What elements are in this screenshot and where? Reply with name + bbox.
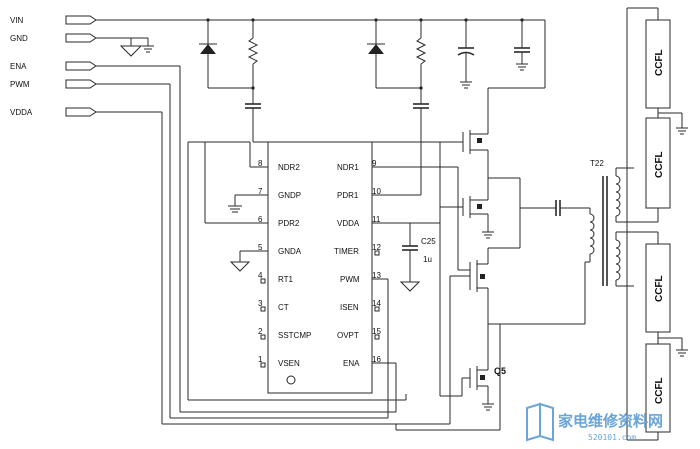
- left-gate-network: [199, 20, 261, 142]
- pin-name-timer: TIMER: [334, 247, 359, 256]
- pin-num-11: 11: [372, 215, 381, 224]
- zener-diode-right: [368, 44, 384, 54]
- input-label-gnd: GND: [10, 34, 28, 43]
- vin-rail: [96, 18, 546, 132]
- gate-drive-loops: [204, 141, 470, 271]
- pin-name-pdr1: PDR1: [337, 191, 359, 200]
- vdda-connector: [65, 107, 97, 117]
- pin-name-ndr2: NDR2: [278, 163, 300, 172]
- ccfl-lamps: CCFL CCFL CCFL CCFL: [626, 7, 688, 441]
- transformer-t22: T22: [585, 159, 634, 287]
- resistor-right: [415, 37, 427, 65]
- series-capacitor: [520, 200, 591, 216]
- pin-num-15: 15: [372, 327, 381, 336]
- right-gate-network: [367, 20, 429, 196]
- resistor-left: [247, 37, 259, 65]
- ena-connector: [65, 61, 97, 71]
- input-label-vin: VIN: [10, 16, 24, 25]
- pin-name-ct: CT: [278, 303, 289, 312]
- ccfl-label-3: CCFL: [654, 275, 665, 302]
- pin-num-5: 5: [258, 243, 263, 252]
- control-wiring: [96, 65, 501, 431]
- input-label-ena: ENA: [10, 62, 27, 71]
- input-label-pwm: PWM: [10, 80, 30, 89]
- pin-num-13: 13: [372, 271, 381, 280]
- ccfl-label-2: CCFL: [654, 151, 665, 178]
- pin-name-pdr2: PDR2: [278, 219, 300, 228]
- pin-name-isen: ISEN: [340, 303, 359, 312]
- ccfl-label-1: CCFL: [654, 49, 665, 76]
- pin-num-7: 7: [258, 187, 263, 196]
- input-capacitors: [457, 20, 530, 89]
- pin-num-1: 1: [258, 355, 263, 364]
- input-label-vdda: VDDA: [10, 108, 33, 117]
- pin-num-12: 12: [372, 243, 381, 252]
- watermark-book-icon: [526, 402, 554, 442]
- pin1-marker: [286, 375, 296, 385]
- pin-num-10: 10: [372, 187, 381, 196]
- pin-num-2: 2: [258, 327, 263, 336]
- pin-name-ndr1: NDR1: [337, 163, 359, 172]
- c25-label: C25: [421, 237, 436, 246]
- pin-name-gndp: GNDP: [278, 191, 301, 200]
- vin-connector: [65, 15, 97, 25]
- pin-num-4: 4: [258, 271, 263, 280]
- pwm-connector: [65, 79, 97, 89]
- pin-num-6: 6: [258, 215, 263, 224]
- watermark-text: 家电维修资料网: [558, 412, 663, 430]
- input-connectors: VIN GND ENA PWM VDDA: [10, 15, 97, 117]
- pin-num-3: 3: [258, 299, 263, 308]
- watermark: 家电维修资料网 520101.com: [526, 402, 663, 442]
- pin-num-8: 8: [258, 159, 263, 168]
- pin-name-ena: ENA: [343, 359, 360, 368]
- pin-name-gnda: GNDA: [278, 247, 302, 256]
- pin-num-16: 16: [372, 355, 381, 364]
- pin-name-sstcmp: SSTCMP: [278, 331, 311, 340]
- ic-left-pins: 8 NDR2 7 GNDP 6 PDR2 5 GNDA 4 RT1 3 CT 2…: [205, 159, 311, 368]
- gnd-input-wire: [96, 37, 154, 57]
- c25-value: 1u: [423, 255, 432, 264]
- pin-num-9: 9: [372, 159, 377, 168]
- pin-name-pwm: PWM: [340, 275, 360, 284]
- ic-right-pins: NDR1 9 PDR1 10 VDDA 11 TIMER 12 PWM 13 I…: [334, 159, 458, 368]
- pin-name-rt1: RT1: [278, 275, 294, 284]
- pin-num-14: 14: [372, 299, 381, 308]
- gnd-connector: [65, 33, 97, 43]
- gnd-triangle: [119, 45, 143, 57]
- transformer-label: T22: [590, 159, 604, 168]
- controller-ic: [267, 141, 373, 394]
- pin-name-ovpt: OVPT: [337, 331, 359, 340]
- watermark-url: 520101.com: [588, 433, 636, 442]
- zener-diode-left: [200, 44, 216, 54]
- ccfl-label-4: CCFL: [654, 377, 665, 404]
- mosfet-bridge: Q5: [440, 130, 586, 424]
- pin-name-vsen: VSEN: [278, 359, 300, 368]
- pin-name-vdda: VDDA: [337, 219, 360, 228]
- c25-capacitor: C25 1u: [399, 223, 436, 292]
